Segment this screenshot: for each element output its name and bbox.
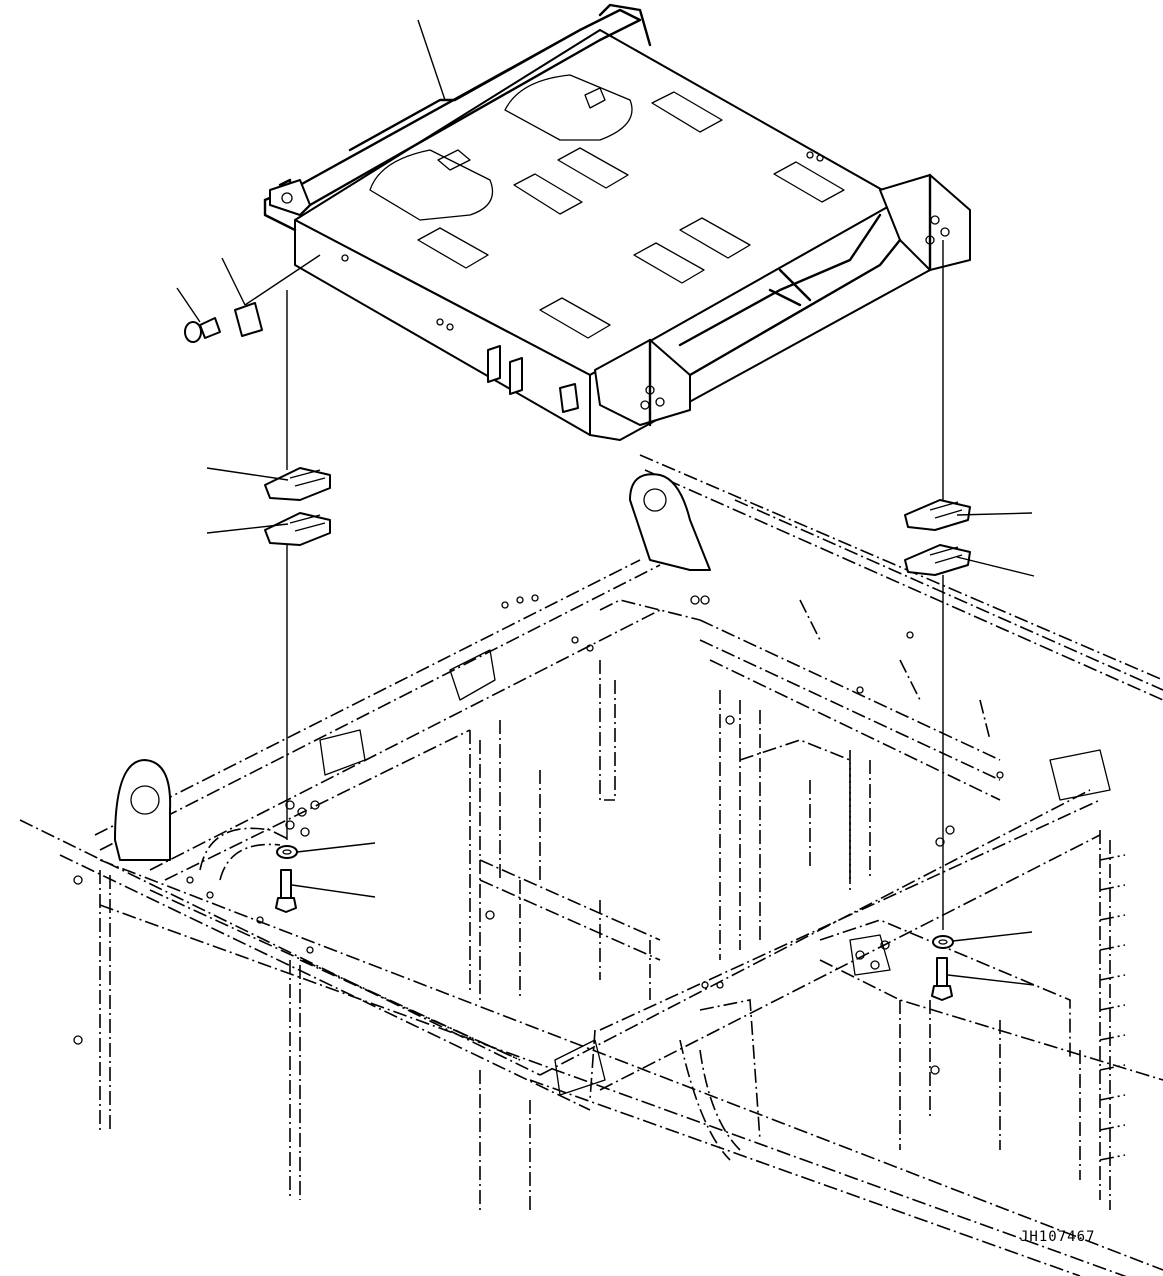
- washer-right-icon: [932, 935, 954, 949]
- main-frame-icon: [19, 454, 1163, 1276]
- shim-right-lower-icon: [904, 544, 971, 576]
- leader-lines: [176, 19, 1035, 986]
- shim-right-upper-icon: [904, 499, 971, 531]
- bolt-left-icon: [275, 869, 297, 913]
- upper-frame-plate-icon: [263, 3, 971, 441]
- drawing-reference-code: JH107467: [1020, 1229, 1096, 1245]
- bolt-right-icon: [931, 957, 953, 1001]
- shim-left-upper-icon: [264, 467, 331, 501]
- shim-left-lower-icon: [264, 512, 331, 546]
- bolt-small-icon: [184, 317, 221, 343]
- label-plate-icon: [234, 302, 263, 337]
- washer-left-icon: [276, 845, 298, 859]
- alignment-lines: [244, 240, 944, 930]
